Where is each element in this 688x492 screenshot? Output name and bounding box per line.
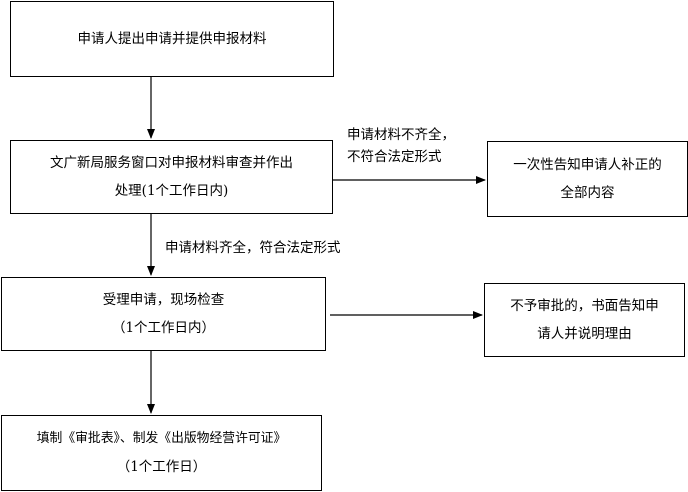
- step-notify-text-1: 一次性告知申请人补正的: [513, 157, 662, 173]
- label-incomplete-1: 申请材料不齐全，: [347, 127, 455, 143]
- label-incomplete: 申请材料不齐全， 不符合法定形式: [347, 124, 455, 168]
- step-submit-text: 申请人提出申请并提供申报材料: [77, 31, 267, 47]
- step-accept-text-2: （1个工作日内）: [111, 320, 216, 336]
- step-window-review: 文广新局服务窗口对申报材料审查并作出 处理(1个工作日内): [10, 140, 333, 214]
- step-review-text-1: 文广新局服务窗口对申报材料审查并作出: [50, 155, 293, 171]
- step-review-text-2: 处理(1个工作日内): [114, 183, 229, 199]
- step-issue-text-1: 填制《审批表》、制发《出版物经营许可证》: [36, 431, 287, 446]
- label-complete: 申请材料齐全，符合法定形式: [165, 237, 341, 259]
- step-issue-text-2: （1个工作日）: [116, 459, 207, 475]
- step-accept-inspect: 受理申请，现场检查 （1个工作日内）: [1, 277, 326, 351]
- label-complete-1: 申请材料齐全，符合法定形式: [165, 240, 341, 256]
- step-notify-supplement: 一次性告知申请人补正的 全部内容: [487, 141, 688, 217]
- step-submit-application: 申请人提出申请并提供申报材料: [10, 1, 334, 77]
- step-reject-notify: 不予审批的，书面告知申 请人并说明理由: [484, 283, 685, 357]
- step-issue-license: 填制《审批表》、制发《出版物经营许可证》 （1个工作日）: [1, 415, 322, 491]
- step-notify-text-2: 全部内容: [560, 185, 615, 201]
- step-accept-text-1: 受理申请，现场检查: [102, 292, 225, 308]
- label-incomplete-2: 不符合法定形式: [347, 149, 442, 165]
- step-reject-text-1: 不予审批的，书面告知申: [510, 298, 659, 314]
- step-reject-text-2: 请人并说明理由: [537, 326, 632, 342]
